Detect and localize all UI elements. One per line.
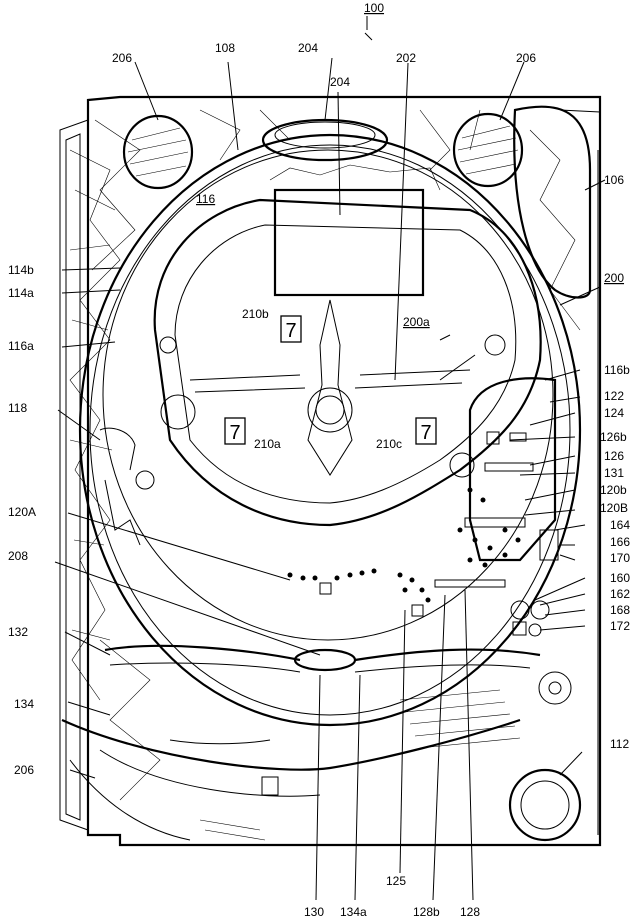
symbol-box-210a: 7 xyxy=(225,418,245,444)
label-128b: 128b xyxy=(413,905,440,919)
label-134a: 134a xyxy=(340,905,367,919)
symbol-digit-210b: 7 xyxy=(285,320,296,342)
label-160: 160 xyxy=(610,571,630,585)
symbol-digit-210c: 7 xyxy=(420,422,431,444)
right-playfield xyxy=(435,378,558,636)
lower-panel xyxy=(62,690,520,840)
label-106: 106 xyxy=(604,173,624,187)
label-166: 166 xyxy=(610,535,630,549)
symbol-box-210c: 7 xyxy=(416,418,436,444)
label-116b: 116b xyxy=(604,363,630,377)
label-204-mid: 204 xyxy=(330,75,350,89)
lower-pocket xyxy=(412,605,423,616)
label-122: 122 xyxy=(604,389,624,403)
symbol-box-210b: 7 xyxy=(281,316,301,342)
symbol-digit-210a: 7 xyxy=(229,422,240,444)
speaker-right xyxy=(454,114,522,186)
label-204-top: 204 xyxy=(298,41,318,55)
reference-labels: 100 108 204 204 202 206 206 106 116 114b… xyxy=(8,1,630,919)
label-134: 134 xyxy=(14,697,34,711)
center-frame xyxy=(155,200,541,525)
label-130: 130 xyxy=(304,905,324,919)
label-172: 172 xyxy=(610,619,630,633)
label-114a: 114a xyxy=(8,286,34,300)
label-200a: 200a xyxy=(403,315,430,329)
label-206-right: 206 xyxy=(516,51,536,65)
label-116: 116 xyxy=(196,192,215,206)
label-162: 162 xyxy=(610,587,630,601)
label-120B: 120B xyxy=(600,501,628,515)
label-202: 202 xyxy=(396,51,416,65)
label-206-left: 206 xyxy=(112,51,132,65)
label-131: 131 xyxy=(604,466,624,480)
label-128: 128 xyxy=(460,905,480,919)
speaker-bottom-right xyxy=(510,770,580,840)
gear-small-right xyxy=(485,335,505,355)
label-210c: 210c xyxy=(376,437,402,451)
pins xyxy=(288,488,521,603)
label-206-bottom: 206 xyxy=(14,763,34,777)
label-118: 118 xyxy=(8,401,27,415)
label-170: 170 xyxy=(610,551,630,565)
label-124: 124 xyxy=(604,406,624,420)
label-208: 208 xyxy=(8,549,28,563)
arrow-200a xyxy=(440,335,450,340)
bottom-rail xyxy=(105,646,571,704)
label-210a: 210a xyxy=(254,437,281,451)
label-126b: 126b xyxy=(600,430,627,444)
label-168: 168 xyxy=(610,603,630,617)
label-125: 125 xyxy=(386,874,406,888)
gear-small-left xyxy=(160,337,176,353)
decorative-hatch xyxy=(70,110,580,800)
label-164: 164 xyxy=(610,518,630,532)
start-pocket xyxy=(320,583,331,594)
label-120b: 120b xyxy=(600,483,627,497)
label-114b: 114b xyxy=(8,263,34,277)
label-112: 112 xyxy=(610,737,629,751)
label-210b: 210b xyxy=(242,307,269,321)
label-132: 132 xyxy=(8,625,28,639)
label-200: 200 xyxy=(604,271,624,285)
label-100: 100 xyxy=(364,1,384,15)
speaker-left xyxy=(124,116,192,188)
label-108: 108 xyxy=(215,41,235,55)
label-126: 126 xyxy=(604,449,624,463)
label-116a: 116a xyxy=(8,339,34,353)
label-120A: 120A xyxy=(8,505,36,519)
